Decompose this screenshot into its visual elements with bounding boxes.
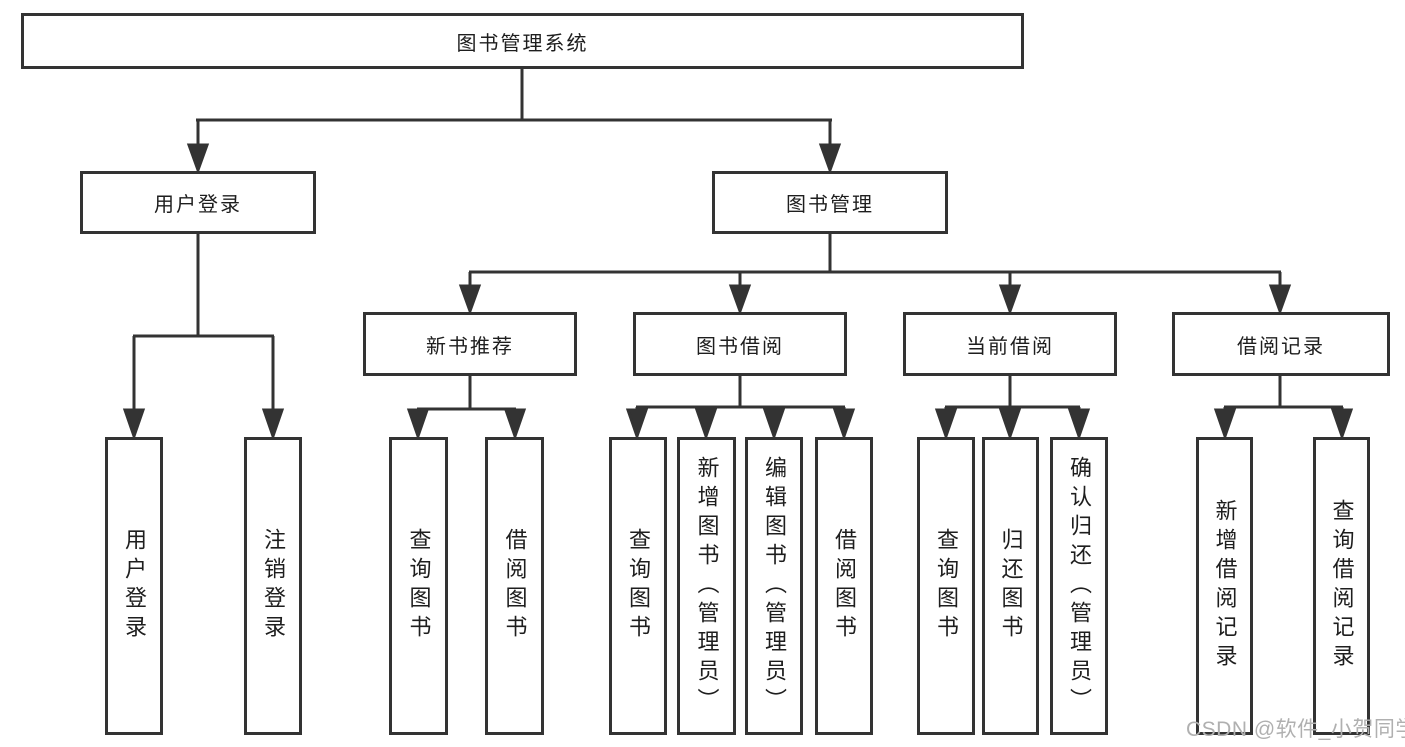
node-new-book-recommend: 新书推荐	[363, 312, 577, 376]
node-library-management-system: 图书管理系统	[21, 13, 1024, 69]
leaf-borrow-books-borrowing: 借阅图书	[815, 437, 873, 735]
leaf-add-borrow-record: 新增借阅记录	[1196, 437, 1253, 735]
connector-book-mgmt-to-level3	[458, 234, 1292, 316]
leaf-borrow-books-recommend-label: 借阅图书	[502, 528, 528, 644]
csdn-watermark: CSDN @软件_小贺同学	[1186, 718, 1405, 741]
leaf-confirm-return-admin-label: 确认归还（管理员）	[1067, 455, 1092, 717]
leaf-logout: 注销登录	[244, 437, 302, 735]
node-current-borrowing: 当前借阅	[903, 312, 1117, 376]
connector-user-login-to-leaves	[122, 234, 285, 441]
leaf-query-books-current-label: 查询图书	[934, 528, 959, 644]
leaf-query-books-recommend-label: 查询图书	[406, 528, 432, 644]
leaf-borrow-books-borrowing-label: 借阅图书	[832, 528, 857, 644]
leaf-query-books-borrowing: 查询图书	[609, 437, 667, 735]
connector-root-to-level2	[186, 68, 842, 175]
node-borrowing-records: 借阅记录	[1172, 312, 1390, 376]
leaf-edit-books-admin-label: 编辑图书（管理员）	[762, 455, 787, 717]
connector-new-books-to-leaves	[406, 376, 527, 441]
leaf-user-login-label: 用户登录	[122, 528, 147, 644]
connector-book-borrow-to-leaves	[625, 376, 856, 441]
leaf-add-borrow-record-label: 新增借阅记录	[1212, 499, 1238, 673]
node-book-management: 图书管理	[712, 171, 948, 234]
leaf-edit-books-admin: 编辑图书（管理员）	[745, 437, 803, 735]
node-user-login: 用户登录	[80, 171, 316, 234]
leaf-add-books-admin-label: 新增图书（管理员）	[694, 455, 720, 717]
leaf-query-borrow-record: 查询借阅记录	[1313, 437, 1370, 735]
leaf-user-login: 用户登录	[105, 437, 163, 735]
connector-borrow-records-to-leaves	[1213, 376, 1354, 441]
leaf-logout-label: 注销登录	[261, 528, 286, 644]
node-book-borrowing: 图书借阅	[633, 312, 847, 376]
leaf-return-books: 归还图书	[982, 437, 1039, 735]
leaf-query-books-borrowing-label: 查询图书	[626, 528, 651, 644]
connector-current-borrow-to-leaves	[934, 376, 1091, 441]
leaf-query-books-recommend: 查询图书	[389, 437, 448, 735]
leaf-query-borrow-record-label: 查询借阅记录	[1329, 499, 1355, 673]
leaf-borrow-books-recommend: 借阅图书	[485, 437, 544, 735]
leaf-query-books-current: 查询图书	[917, 437, 975, 735]
leaf-confirm-return-admin: 确认归还（管理员）	[1050, 437, 1108, 735]
leaf-return-books-label: 归还图书	[998, 528, 1024, 644]
leaf-add-books-admin: 新增图书（管理员）	[677, 437, 736, 735]
